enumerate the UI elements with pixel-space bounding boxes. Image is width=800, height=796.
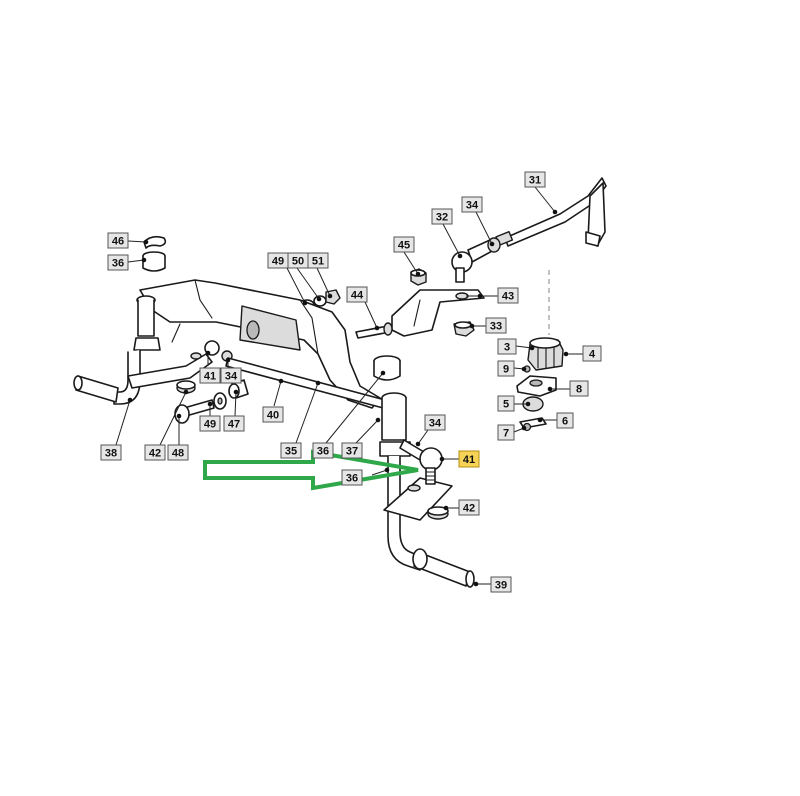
callout-8: 8	[569, 380, 589, 397]
callout-47: 47	[223, 415, 245, 432]
callout-36-middle: 36	[312, 442, 334, 459]
callout-37: 37	[341, 442, 363, 459]
svg-text:47: 47	[228, 419, 240, 431]
callout-33: 33	[485, 317, 507, 334]
callout-45: 45	[393, 236, 415, 253]
callout-5: 5	[497, 395, 515, 412]
leader-dots	[127, 209, 569, 587]
callout-34-left: 34	[220, 367, 242, 384]
svg-text:42: 42	[463, 503, 475, 515]
svg-text:46: 46	[112, 236, 124, 248]
svg-text:34: 34	[429, 418, 442, 430]
svg-text:7: 7	[503, 428, 509, 440]
svg-text:43: 43	[502, 291, 514, 303]
svg-text:32: 32	[436, 212, 448, 224]
svg-text:48: 48	[172, 448, 184, 460]
svg-text:3: 3	[504, 342, 510, 354]
steering-rod	[495, 177, 607, 247]
callout-32: 32	[431, 208, 453, 225]
right-tie-rod-end	[399, 439, 443, 485]
svg-text:8: 8	[576, 384, 582, 396]
bushing-42-right	[427, 506, 449, 520]
svg-text:49: 49	[204, 419, 216, 431]
svg-text:37: 37	[346, 446, 358, 458]
right-spindle	[379, 392, 475, 588]
steering-gear-assembly	[516, 337, 564, 432]
leader-lines	[115, 186, 583, 585]
svg-text:50: 50	[292, 256, 304, 268]
svg-text:9: 9	[503, 364, 509, 376]
callout-7: 7	[497, 424, 515, 441]
svg-text:31: 31	[529, 175, 541, 187]
callout-9: 9	[497, 360, 515, 377]
callout-41-left: 41	[199, 367, 221, 384]
svg-text:34: 34	[466, 200, 479, 212]
svg-text:44: 44	[351, 290, 364, 302]
callout-42-left: 42	[144, 444, 166, 461]
callout-3: 3	[497, 338, 517, 355]
bushing-36-middle	[373, 355, 401, 381]
svg-text:4: 4	[589, 349, 596, 361]
svg-text:35: 35	[285, 446, 297, 458]
callout-40: 40	[262, 406, 284, 423]
callout-36-top: 36	[107, 254, 129, 271]
svg-text:36: 36	[317, 446, 329, 458]
callout-51: 51	[307, 252, 329, 269]
callout-34-top: 34	[461, 196, 483, 213]
svg-text:36: 36	[112, 258, 124, 270]
callout-50: 50	[287, 252, 309, 269]
svg-text:45: 45	[398, 240, 410, 252]
svg-text:41: 41	[463, 454, 475, 466]
nut-51	[325, 289, 341, 305]
callout-49-top: 49	[267, 252, 289, 269]
svg-text:36: 36	[346, 473, 358, 485]
callout-38: 38	[100, 444, 122, 461]
callout-6: 6	[556, 412, 574, 429]
svg-text:42: 42	[149, 448, 161, 460]
callout-4: 4	[582, 345, 602, 362]
washer-49-bottom	[213, 392, 227, 410]
svg-text:49: 49	[272, 256, 284, 268]
callout-31: 31	[524, 171, 546, 188]
svg-text:33: 33	[490, 321, 502, 333]
steering-bracket	[391, 289, 485, 337]
bushing-42-left	[176, 380, 196, 394]
callout-44: 44	[346, 286, 368, 303]
svg-text:39: 39	[495, 580, 507, 592]
svg-text:34: 34	[225, 371, 238, 383]
svg-text:40: 40	[267, 410, 279, 422]
nut-45	[410, 268, 427, 286]
callout-49-bottom: 49	[199, 415, 221, 432]
callout-41-highlighted: 41	[458, 450, 480, 468]
bolt-44	[355, 322, 393, 339]
callout-43: 43	[497, 287, 519, 304]
callout-35: 35	[280, 442, 302, 459]
svg-text:5: 5	[503, 399, 509, 411]
callout-39: 39	[490, 576, 512, 593]
svg-text:41: 41	[204, 371, 216, 383]
svg-text:51: 51	[312, 256, 324, 268]
callout-46: 46	[107, 232, 129, 249]
callout-36-bottom: 36	[341, 469, 363, 486]
callout-48: 48	[167, 444, 189, 461]
green-pointer-arrow	[203, 449, 419, 491]
callout-34-right: 34	[424, 414, 446, 431]
callout-42-right: 42	[458, 499, 480, 516]
svg-text:6: 6	[562, 416, 568, 428]
bushing-36-top	[142, 251, 166, 272]
clip-46	[143, 235, 167, 249]
svg-text:38: 38	[105, 448, 117, 460]
left-spindle	[73, 295, 213, 405]
